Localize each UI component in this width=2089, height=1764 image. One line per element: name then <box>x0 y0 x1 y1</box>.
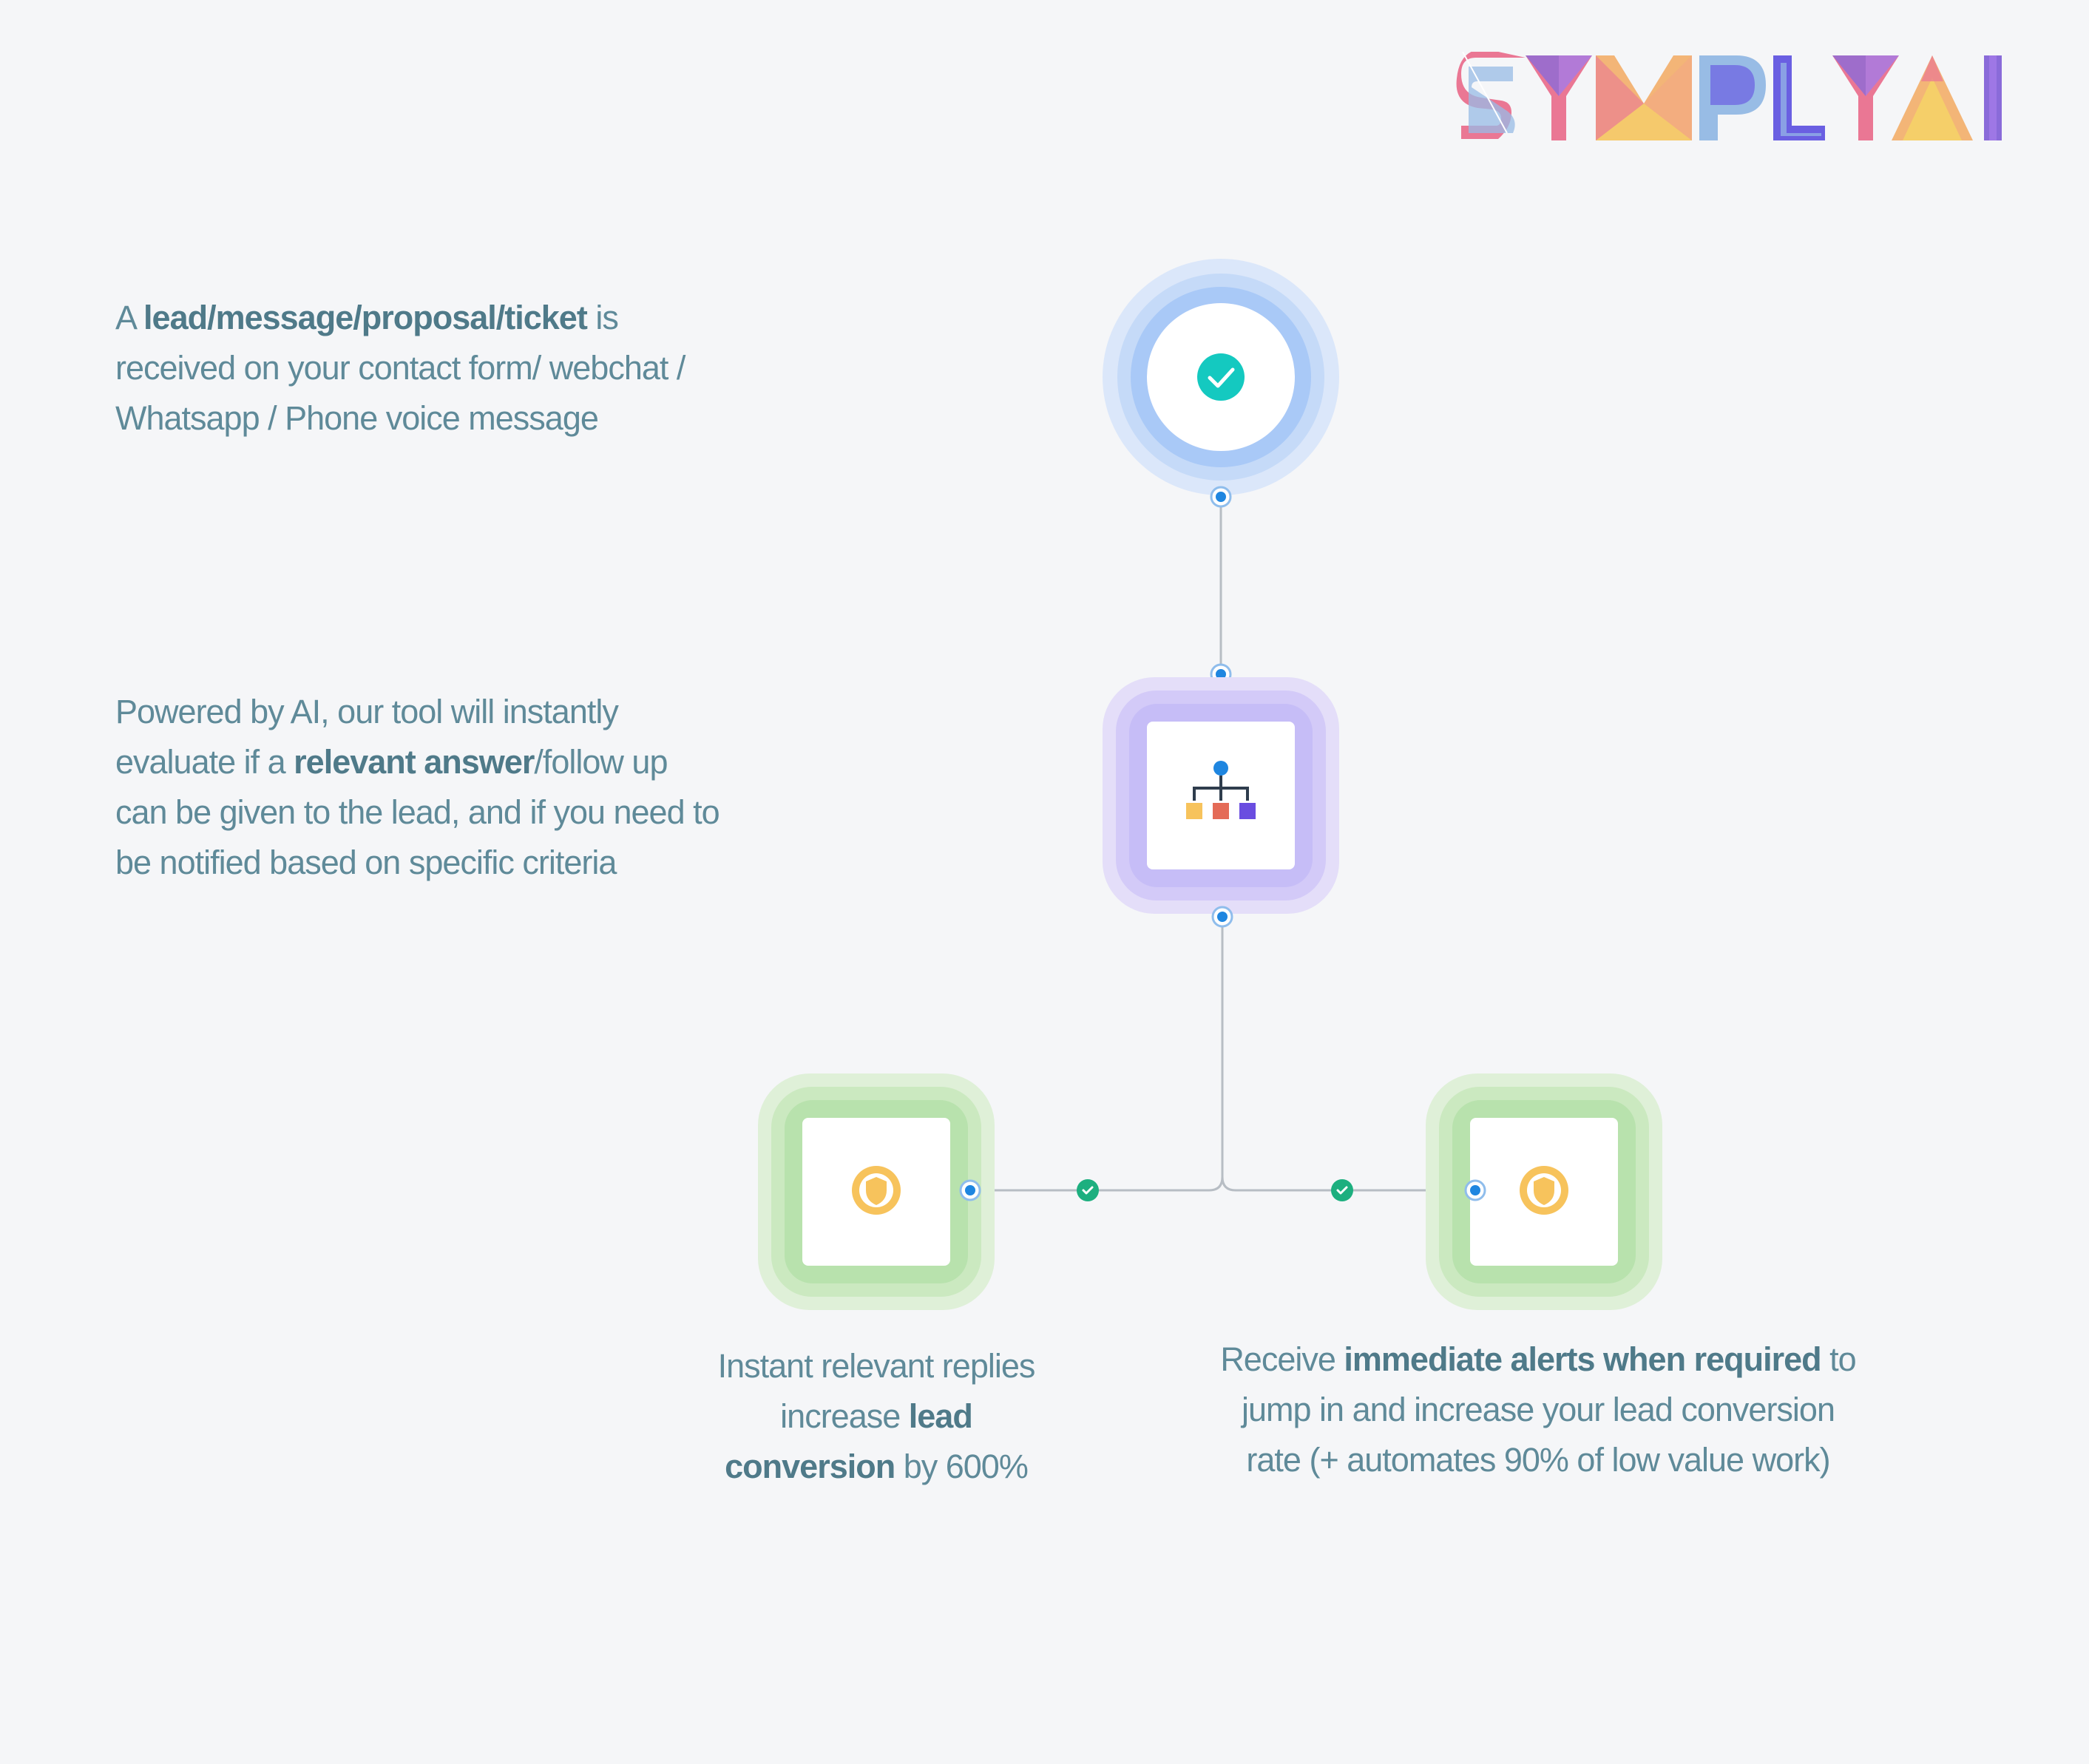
alerts-text-line1-post: to <box>1821 1340 1857 1378</box>
replies-node[interactable] <box>758 1073 995 1310</box>
trigger-node[interactable] <box>1103 259 1339 495</box>
trigger-text-post: is <box>586 299 619 336</box>
shield-icon <box>852 1166 901 1215</box>
replies-check-icon <box>1077 1179 1099 1201</box>
trigger-output-port[interactable] <box>1210 486 1232 508</box>
hierarchy-icon <box>1186 761 1256 819</box>
ai-node[interactable] <box>1103 677 1339 914</box>
replies-input-port[interactable] <box>959 1179 981 1201</box>
trigger-text-line2: received on your contact form/ webchat / <box>115 349 685 387</box>
replies-text-line3-post: by 600% <box>895 1448 1029 1485</box>
ai-output-port[interactable] <box>1211 906 1233 928</box>
ai-text-line1: Powered by AI, our tool will instantly <box>115 693 619 730</box>
replies-text-line1: Instant relevant replies <box>717 1347 1036 1385</box>
trigger-text-line3: Whatsapp / Phone voice message <box>115 399 599 437</box>
replies-text-line2-bold: lead <box>908 1397 973 1435</box>
ai-text-line3: can be given to the lead, and if you nee… <box>115 793 720 831</box>
check-circle-icon <box>1197 353 1245 401</box>
alerts-text-line1-pre: Receive <box>1220 1340 1344 1378</box>
shield-icon <box>1520 1166 1568 1215</box>
ai-text-line2-pre: evaluate if a <box>115 743 294 781</box>
alerts-text-line3: rate (+ automates 90% of low value work) <box>1246 1441 1830 1479</box>
replies-text-line2-pre: increase <box>780 1397 909 1435</box>
ai-text-line4: be notified based on specific criteria <box>115 844 617 881</box>
ai-text-line2-post: /follow up <box>534 743 668 781</box>
trigger-description: A lead/message/proposal/ticket is receiv… <box>115 293 781 444</box>
replies-description: Instant relevant replies increase lead c… <box>654 1341 1098 1492</box>
trigger-text-pre: A <box>115 299 144 336</box>
connector-ai-alerts <box>1221 1176 1475 1192</box>
alerts-input-port[interactable] <box>1464 1179 1486 1201</box>
alerts-node[interactable] <box>1426 1073 1662 1310</box>
ai-description: Powered by AI, our tool will instantly e… <box>115 687 818 888</box>
alerts-text-line1-bold: immediate alerts when required <box>1344 1340 1821 1378</box>
symplyai-logo <box>1455 52 2039 148</box>
trigger-text-bold: lead/message/proposal/ticket <box>143 299 588 336</box>
alerts-description: Receive immediate alerts when required t… <box>1154 1334 1923 1485</box>
connector-ai-replies <box>970 917 1224 1192</box>
replies-text-line3-bold: conversion <box>725 1448 895 1485</box>
alerts-check-icon <box>1331 1179 1353 1201</box>
alerts-text-line2: jump in and increase your lead conversio… <box>1242 1391 1835 1428</box>
ai-text-line2-bold: relevant answer <box>294 743 535 781</box>
